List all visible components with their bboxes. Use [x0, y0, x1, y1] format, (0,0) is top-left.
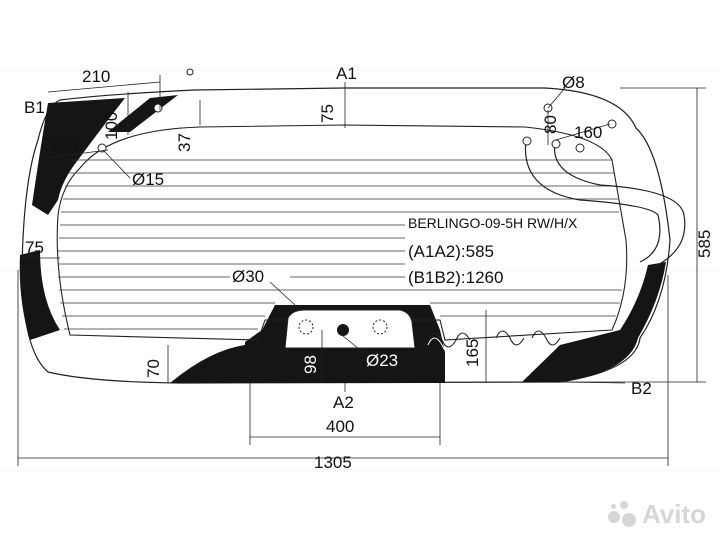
- dim-98: 98: [301, 355, 320, 374]
- dim-585: 585: [695, 230, 714, 258]
- dim-100: 100: [102, 112, 121, 140]
- avito-text: Avito: [641, 499, 706, 529]
- watermark-lattice: [0, 69, 720, 471]
- dim-80: 80: [541, 115, 560, 134]
- frit-top-left: [108, 95, 178, 132]
- frit-bottom-right: [522, 262, 666, 382]
- wavy-connectors: [427, 330, 561, 348]
- dimension-lines: [17, 75, 706, 466]
- dim-75-left: 75: [25, 238, 44, 257]
- wiper-cutout: [284, 309, 416, 349]
- dim-d8: Ø8: [562, 73, 585, 92]
- frit-left-lower: [19, 250, 60, 340]
- glass-outline: [21, 87, 671, 384]
- point-a1: A1: [336, 64, 357, 83]
- frit-left: [32, 98, 125, 215]
- dim-d30: Ø30: [232, 267, 264, 286]
- terminal-holes: [522, 136, 585, 153]
- wiper-hole: [337, 324, 349, 336]
- dim-210: 210: [82, 67, 110, 86]
- spec-a1a2: (A1A2):585: [408, 242, 494, 261]
- point-b2: B2: [631, 379, 652, 398]
- dim-d23: Ø23: [366, 351, 398, 370]
- point-a2: A2: [333, 393, 354, 412]
- point-b1: B1: [24, 98, 45, 117]
- dim-d15: Ø15: [132, 170, 164, 189]
- dim-400: 400: [326, 417, 354, 436]
- model-title: BERLINGO-09-5H RW/H/X: [408, 215, 578, 231]
- frit-bottom-left: [170, 345, 245, 383]
- dim-37: 37: [175, 133, 194, 152]
- avito-watermark: Avito: [607, 499, 706, 530]
- dim-160: 160: [574, 123, 602, 142]
- avito-logo-icon: [607, 500, 636, 529]
- dim-165: 165: [463, 339, 482, 367]
- dim-70: 70: [144, 359, 163, 378]
- dim-1305: 1305: [314, 453, 352, 472]
- spec-b1b2: (B1B2):1260: [408, 268, 503, 287]
- heater-grid: [58, 159, 622, 330]
- mount-marks: [298, 319, 388, 335]
- heater-area: [56, 124, 628, 341]
- terminal-loops: [524, 139, 686, 269]
- wavy-connectors-black: [427, 337, 457, 353]
- dim-75-top: 75: [318, 104, 337, 123]
- dim-120: 120: [50, 137, 78, 156]
